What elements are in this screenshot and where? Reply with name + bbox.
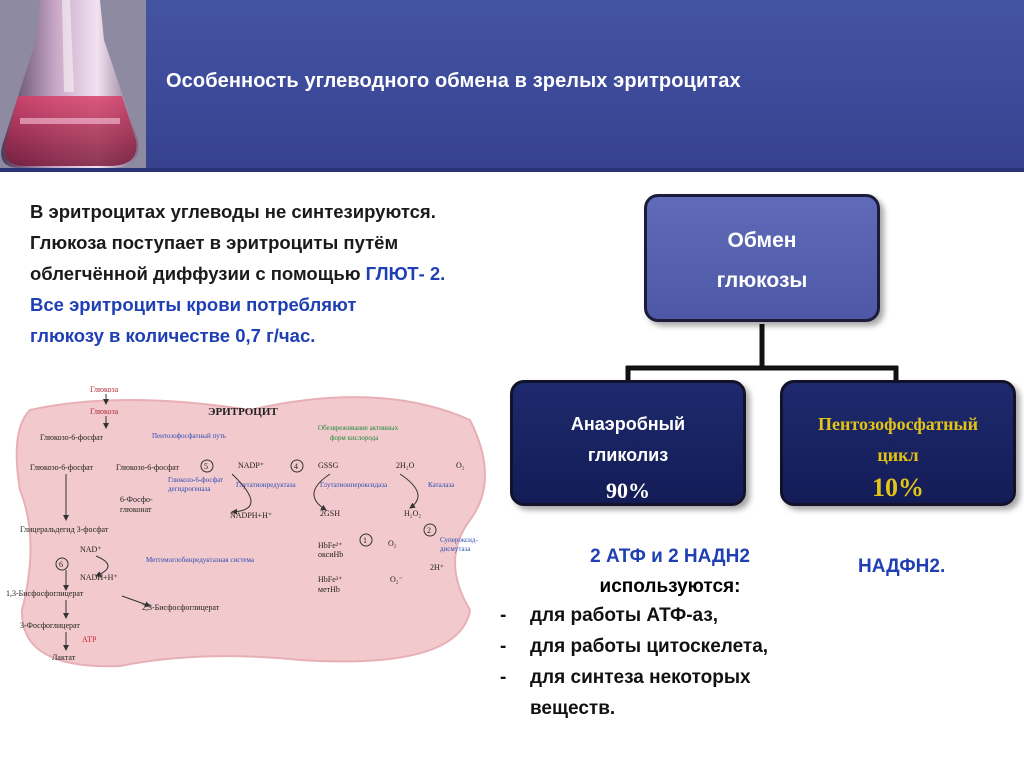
o2-inner: O₂ bbox=[388, 539, 397, 548]
superoxide-label: O₂⁻ bbox=[390, 575, 403, 584]
phosphogluconate-2: глюконат bbox=[120, 505, 152, 514]
bpg23-label: 2,3-Бисфосфоглицерат bbox=[142, 603, 220, 612]
o2-label: O₂ bbox=[456, 461, 465, 470]
step-5: 5 bbox=[204, 462, 208, 471]
nadph-label: НАДФН2. bbox=[858, 556, 946, 577]
gssg-label: GSSG bbox=[318, 461, 339, 470]
bpg13-label: 1,3-Бисфосфоглицерат bbox=[6, 589, 84, 598]
neutralization-label-1: Обезвреживание активных bbox=[318, 424, 399, 432]
step-1: 1 bbox=[363, 536, 367, 545]
step-6: 6 bbox=[59, 560, 63, 569]
pentose-phosphate-box: Пентозофосфатный цикл 10% bbox=[780, 380, 1016, 506]
intro-line-5: глюкозу в количестве 0,7 г/час. bbox=[30, 325, 316, 346]
anaerobic-glycolysis-box: Анаэробный гликолиз 90% bbox=[510, 380, 746, 506]
neutralization-label-2: форм кислорода bbox=[330, 434, 379, 442]
g6pdh-label-2: дегидрогеназа bbox=[168, 485, 211, 493]
gap-label: Глицеральдегид 3-фосфат bbox=[20, 525, 109, 534]
glycolysis-percent: 90% bbox=[606, 478, 650, 503]
uses-heading: 2 АТФ и 2 НАДН2 используются: bbox=[520, 542, 820, 602]
pentose-label-line-1: Пентозофосфатный bbox=[818, 414, 978, 434]
list-dash: - bbox=[500, 605, 507, 626]
phosphogluconate-1: 6-Фосфо- bbox=[120, 495, 153, 504]
list-item-text: для работы цитоскелета, bbox=[530, 636, 769, 657]
nadph-inner: NADPH+H⁺ bbox=[230, 511, 272, 520]
header-divider bbox=[0, 168, 1024, 172]
sod-label-1: Супероксид- bbox=[440, 536, 478, 544]
atp-label: АТР bbox=[82, 635, 97, 644]
lactate-label: Лактат bbox=[52, 653, 76, 662]
pentose-percent: 10% bbox=[872, 473, 924, 502]
nadh-label: NADH+H⁺ bbox=[80, 573, 118, 582]
list-dash bbox=[500, 693, 530, 724]
glucose-top: Глюкоза bbox=[90, 385, 119, 394]
list-dash: - bbox=[500, 636, 507, 657]
intro-line-2: Глюкоза поступает в эритроциты путём bbox=[30, 232, 399, 253]
g6p-c: Глюкозо-6-фосфат bbox=[116, 463, 179, 472]
list-item: - для синтеза некоторых bbox=[500, 662, 900, 693]
list-item: - для работы цитоскелета, bbox=[500, 631, 900, 662]
oxyhb-label: оксиHb bbox=[318, 550, 343, 559]
nadp-label: NADP⁺ bbox=[238, 461, 264, 470]
header-banner: Особенность углеводного обмена в зрелых … bbox=[0, 0, 1024, 168]
glycolysis-label-line-1: Анаэробный bbox=[570, 414, 686, 434]
hbfe2-label: HbFe²⁺ bbox=[318, 541, 342, 550]
list-item-text: для работы АТФ-аз, bbox=[530, 605, 719, 626]
cell-shape bbox=[15, 396, 486, 668]
list-item-text: веществ. bbox=[530, 698, 616, 719]
g6pdh-label-1: Глюкозо-6-фосфат bbox=[168, 476, 223, 484]
main-box-line-1: Обмен bbox=[727, 229, 797, 252]
methb-label: метHb bbox=[318, 585, 340, 594]
catalase-label: Каталаза bbox=[428, 481, 455, 489]
intro-line-4: Все эритроциты крови потребляют bbox=[30, 294, 357, 315]
hbfe3-label: HbFe³⁺ bbox=[318, 575, 342, 584]
list-item: веществ. bbox=[500, 693, 900, 724]
pentose-path-label: Пентозофосфатный путь bbox=[152, 432, 226, 440]
intro-line-3: облегчённой диффузии с помощью ГЛЮТ- 2. bbox=[30, 258, 630, 289]
cell-label: ЭРИТРОЦИТ bbox=[208, 406, 278, 418]
nad-label: NAD⁺ bbox=[80, 545, 102, 554]
gsh-label: 2GSH bbox=[320, 509, 340, 518]
erythrocyte-diagram: ЭРИТРОЦИТ Глюкоза Глюкоза Глюкозо-6-фосф… bbox=[6, 385, 486, 668]
atp-nadh-label: 2 АТФ и 2 НАДН2 bbox=[590, 546, 750, 567]
intro-line-3a: облегчённой диффузии с помощью bbox=[30, 263, 366, 284]
pentose-label-line-2: цикл bbox=[877, 445, 919, 465]
glycolysis-label-line-2: гликолиз bbox=[587, 445, 669, 465]
glut2-label: ГЛЮТ- 2. bbox=[365, 263, 446, 284]
pentose-label: Пентозофосфатный цикл bbox=[783, 409, 1013, 471]
uses-label: используются: bbox=[599, 576, 741, 597]
h-plus-label: 2H⁺ bbox=[430, 563, 444, 572]
glutathione-peroxidase: Глутатионпероксидаза bbox=[320, 481, 388, 489]
pg3-label: 3-Фосфоглицерат bbox=[20, 621, 80, 630]
step-4: 4 bbox=[294, 462, 298, 471]
page-title: Особенность углеводного обмена в зрелых … bbox=[166, 70, 741, 92]
list-dash: - bbox=[500, 667, 507, 688]
list-item: - для работы АТФ-аз, bbox=[500, 600, 900, 631]
main-box-line-2: глюкозы bbox=[716, 269, 808, 292]
sod-label-2: дисмутаза bbox=[440, 545, 471, 553]
intro-text: В эритроцитах углеводы не синтезируются.… bbox=[30, 196, 630, 351]
list-item-text: для синтеза некоторых bbox=[530, 667, 751, 688]
intro-line-1: В эритроцитах углеводы не синтезируются. bbox=[30, 201, 436, 222]
glucose-inner: Глюкоза bbox=[90, 407, 119, 416]
glucose-metabolism-box: Обмен глюкозы bbox=[644, 194, 880, 322]
step-2: 2 bbox=[427, 526, 431, 535]
g6p-a: Глюкозо-6-фосфат bbox=[40, 433, 103, 442]
flask-image bbox=[0, 0, 146, 168]
h2o2-label: H₂O₂ bbox=[404, 509, 421, 518]
uses-list: - для работы АТФ-аз, - для работы цитоскел… bbox=[500, 600, 900, 724]
methb-reductase: Метгемоглобинредуктазная система bbox=[146, 556, 255, 564]
g6p-b: Глюкозо-6-фосфат bbox=[30, 463, 93, 472]
glycolysis-label: Анаэробный гликолиз bbox=[513, 409, 743, 471]
h2o-label: 2H₂O bbox=[396, 461, 415, 470]
glutathione-reductase: Глутатионредуктаза bbox=[236, 481, 297, 489]
